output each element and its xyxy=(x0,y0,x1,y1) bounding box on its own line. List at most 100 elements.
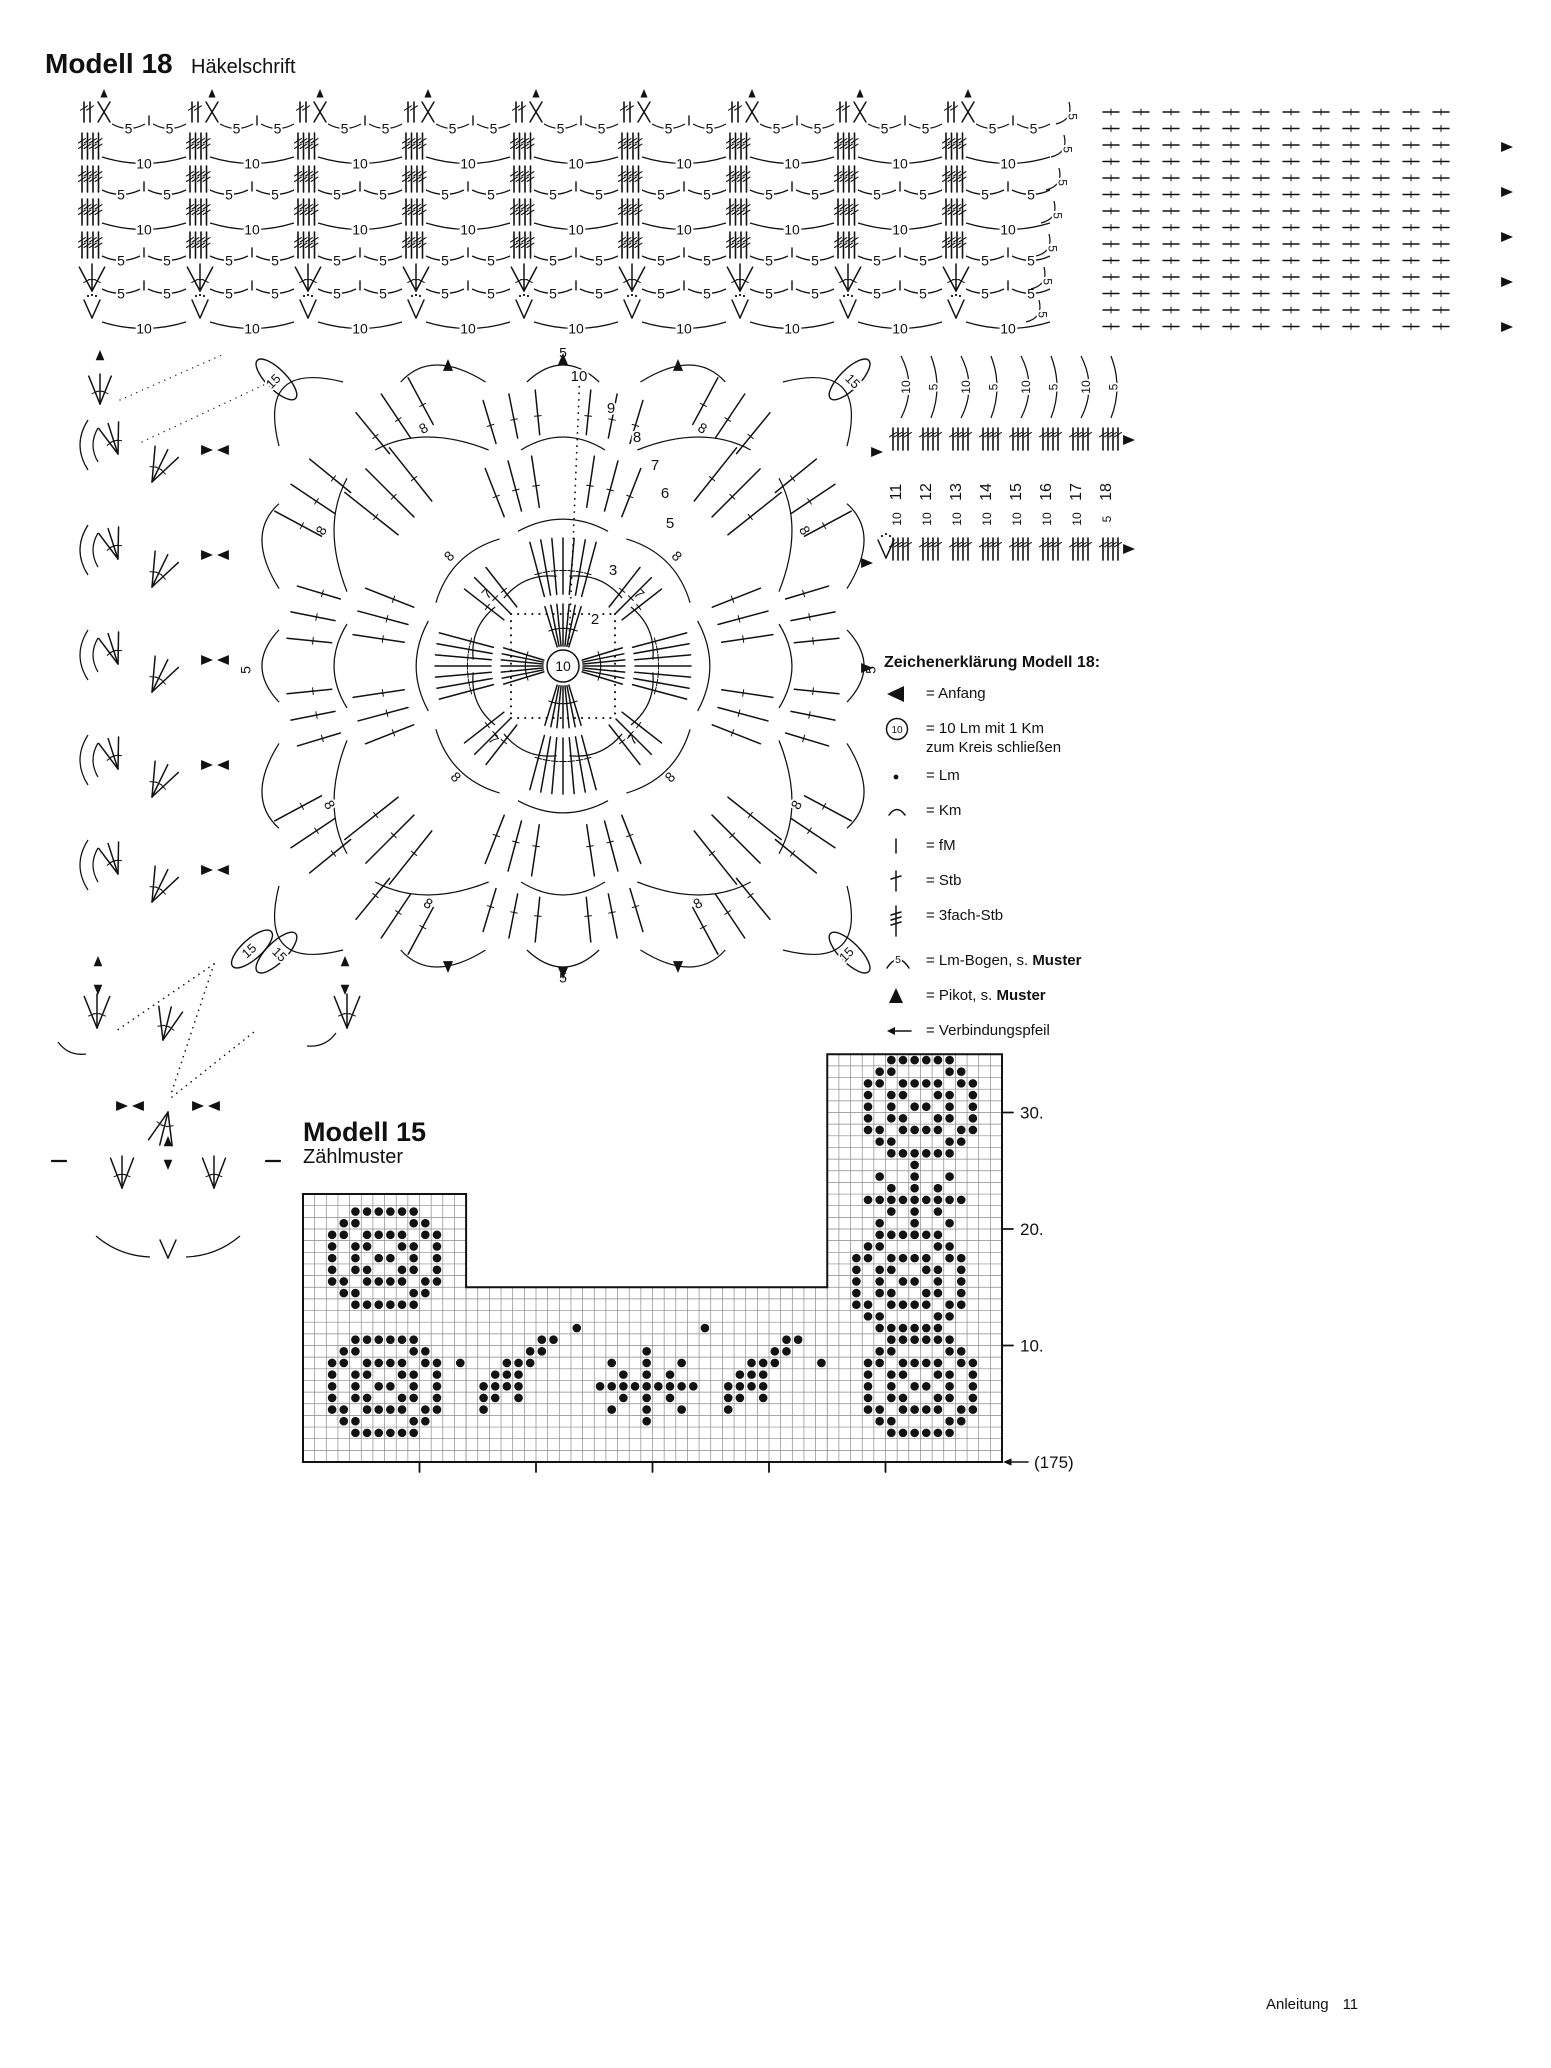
svg-text:13: 13 xyxy=(948,483,965,501)
legend-item: 10 = 10 Lm mit 1 Km zum Kreis schließen xyxy=(884,717,1194,758)
svg-text:11: 11 xyxy=(888,484,905,501)
svg-text:5: 5 xyxy=(1041,278,1055,285)
legend-item: 5= Lm-Bogen, s. Muster xyxy=(884,949,1194,978)
svg-text:15: 15 xyxy=(842,371,863,392)
legend-item-text: = Lm xyxy=(926,766,960,784)
svg-text:5: 5 xyxy=(989,120,997,136)
svg-text:5: 5 xyxy=(595,285,603,301)
svg-text:10: 10 xyxy=(892,156,908,172)
svg-text:15: 15 xyxy=(1008,483,1025,501)
svg-text:10.: 10. xyxy=(1020,1337,1044,1356)
svg-text:5: 5 xyxy=(166,120,174,136)
fm-stroke xyxy=(884,834,926,863)
legend-item: = Lm xyxy=(884,764,1194,793)
svg-text:10: 10 xyxy=(784,156,800,172)
svg-text:10: 10 xyxy=(352,321,368,337)
svg-text:5: 5 xyxy=(441,252,449,268)
svg-text:8: 8 xyxy=(633,429,641,446)
svg-text:5: 5 xyxy=(873,186,881,202)
svg-text:10: 10 xyxy=(352,222,368,238)
svg-text:7: 7 xyxy=(624,731,641,748)
svg-text:5: 5 xyxy=(163,252,171,268)
svg-text:16: 16 xyxy=(1038,483,1055,501)
svg-text:10: 10 xyxy=(784,321,800,337)
pikot-triangle xyxy=(884,984,926,1013)
svg-text:5: 5 xyxy=(1100,515,1114,522)
svg-text:8: 8 xyxy=(690,894,705,912)
svg-text:5: 5 xyxy=(379,285,387,301)
svg-text:5: 5 xyxy=(225,186,233,202)
svg-text:5: 5 xyxy=(382,120,390,136)
svg-text:10: 10 xyxy=(568,222,584,238)
svg-text:5: 5 xyxy=(449,120,457,136)
svg-text:5: 5 xyxy=(665,120,673,136)
svg-text:10: 10 xyxy=(555,658,571,674)
svg-text:5: 5 xyxy=(238,666,254,674)
svg-text:5: 5 xyxy=(814,120,822,136)
svg-text:8: 8 xyxy=(416,419,431,437)
svg-text:10: 10 xyxy=(890,512,904,526)
svg-text:5: 5 xyxy=(333,186,341,202)
svg-text:5: 5 xyxy=(1046,245,1060,252)
legend-item: = fM xyxy=(884,834,1194,863)
svg-text:5: 5 xyxy=(657,252,665,268)
model15-title: Modell 15 xyxy=(303,1117,427,1147)
svg-text:5: 5 xyxy=(271,285,279,301)
svg-text:7: 7 xyxy=(651,457,659,474)
svg-text:5: 5 xyxy=(703,252,711,268)
svg-text:10: 10 xyxy=(571,368,588,385)
svg-text:18: 18 xyxy=(1098,483,1115,501)
svg-text:10: 10 xyxy=(1000,321,1016,337)
legend-item-text: = Stb xyxy=(926,871,962,889)
svg-text:7: 7 xyxy=(631,585,648,602)
svg-text:5: 5 xyxy=(765,285,773,301)
svg-text:10: 10 xyxy=(891,725,903,736)
svg-text:10: 10 xyxy=(244,321,260,337)
svg-text:5: 5 xyxy=(549,252,557,268)
circle-10: 10 xyxy=(884,717,926,746)
legend: Zeichenerklärung Modell 18: = Anfang 10 = … xyxy=(884,654,1194,1054)
svg-text:7: 7 xyxy=(478,585,495,602)
legend-item-text: = 10 Lm mit 1 Km zum Kreis schließen xyxy=(926,720,1062,756)
svg-text:5: 5 xyxy=(271,186,279,202)
svg-text:5: 5 xyxy=(225,285,233,301)
model15-header: Modell 15 Zählmuster xyxy=(303,1118,426,1169)
svg-text:8: 8 xyxy=(321,797,339,812)
svg-text:10: 10 xyxy=(1040,512,1054,526)
svg-text:10: 10 xyxy=(950,512,964,526)
svg-text:5: 5 xyxy=(333,285,341,301)
legend-item-text: = 3fach-Stb xyxy=(926,906,1004,924)
svg-text:5: 5 xyxy=(706,120,714,136)
svg-text:5: 5 xyxy=(379,186,387,202)
svg-text:5: 5 xyxy=(873,285,881,301)
svg-text:5: 5 xyxy=(919,285,927,301)
svg-text:5: 5 xyxy=(927,383,941,390)
svg-text:5: 5 xyxy=(1061,146,1075,153)
svg-text:(175): (175) xyxy=(1034,1453,1074,1472)
svg-text:5: 5 xyxy=(441,285,449,301)
legend-item-text: = Anfang xyxy=(926,685,986,702)
legend-title: Zeichenerklärung Modell 18: xyxy=(884,654,1101,671)
svg-text:5: 5 xyxy=(163,285,171,301)
svg-text:5: 5 xyxy=(895,954,901,966)
svg-text:10: 10 xyxy=(899,380,913,394)
svg-text:5: 5 xyxy=(1066,113,1080,120)
legend-item-text: = Pikot, s. Muster xyxy=(926,986,1046,1004)
legend-item: = Stb xyxy=(884,869,1194,898)
svg-text:10: 10 xyxy=(1079,380,1093,394)
svg-text:8: 8 xyxy=(669,548,686,565)
svg-text:5: 5 xyxy=(919,252,927,268)
svg-text:10: 10 xyxy=(136,321,152,337)
footer-label: Anleitung xyxy=(1266,1996,1329,2013)
svg-text:5: 5 xyxy=(657,186,665,202)
svg-text:5: 5 xyxy=(557,120,565,136)
svg-text:10: 10 xyxy=(460,321,476,337)
svg-text:30.: 30. xyxy=(1020,1104,1044,1123)
svg-text:5: 5 xyxy=(881,120,889,136)
svg-text:8: 8 xyxy=(448,769,465,786)
svg-text:5: 5 xyxy=(163,186,171,202)
svg-text:12: 12 xyxy=(918,483,935,501)
svg-text:5: 5 xyxy=(922,120,930,136)
svg-text:6: 6 xyxy=(661,485,669,502)
